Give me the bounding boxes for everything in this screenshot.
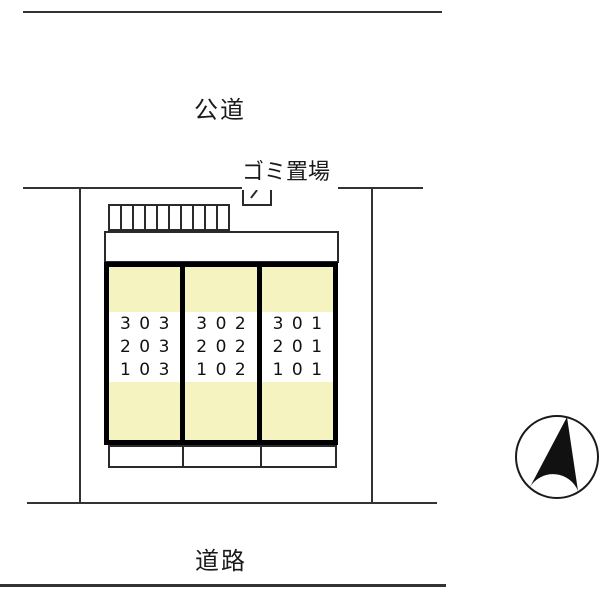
room-number: 201 bbox=[272, 336, 331, 357]
bicycle-rack-cell bbox=[170, 206, 182, 229]
bicycle-rack-cell bbox=[158, 206, 170, 229]
room-number-panel: 301 201 101 bbox=[261, 312, 333, 382]
site-boundary-bottom-line bbox=[27, 502, 437, 504]
public-road-label: 公道 bbox=[194, 96, 246, 124]
porch-cell bbox=[262, 447, 335, 466]
corridor-strip bbox=[104, 231, 339, 263]
bicycle-rack-cell bbox=[110, 206, 122, 229]
site-boundary-top-left-segment bbox=[23, 187, 242, 189]
unit-column-3: 301 201 101 bbox=[261, 267, 333, 440]
room-number: 203 bbox=[119, 336, 178, 357]
bicycle-rack-cell bbox=[182, 206, 194, 229]
room-number: 102 bbox=[196, 359, 255, 380]
site-boundary-left-line bbox=[79, 187, 81, 504]
unit-column-2: 302 202 102 bbox=[185, 267, 257, 440]
unit-column-1: 303 203 103 bbox=[109, 267, 181, 440]
room-number: 302 bbox=[196, 313, 255, 334]
room-number-panel: 303 203 103 bbox=[109, 312, 181, 382]
bicycle-rack-cell bbox=[218, 206, 228, 229]
bicycle-rack-cell bbox=[122, 206, 134, 229]
room-number-panel: 302 202 102 bbox=[185, 312, 257, 382]
road-label: 道路 bbox=[195, 547, 247, 575]
bicycle-rack-cell bbox=[206, 206, 218, 229]
garbage-area-box bbox=[242, 188, 272, 206]
bicycle-rack-cell bbox=[194, 206, 206, 229]
public-road-upper-line bbox=[23, 11, 442, 13]
room-number: 103 bbox=[119, 359, 178, 380]
room-number: 101 bbox=[272, 359, 331, 380]
garbage-area-door-mark bbox=[250, 189, 258, 199]
porch-cell bbox=[184, 447, 262, 466]
room-number: 202 bbox=[196, 336, 255, 357]
site-boundary-right-line bbox=[371, 187, 373, 504]
bicycle-rack bbox=[108, 204, 230, 231]
building-outline: 303 203 103 302 202 102 301 201 101 bbox=[104, 262, 338, 445]
north-arrow-icon bbox=[515, 415, 599, 499]
garbage-area-label: ゴミ置場 bbox=[242, 161, 338, 190]
porch-cell bbox=[110, 447, 184, 466]
room-number: 303 bbox=[119, 313, 178, 334]
bicycle-rack-cell bbox=[146, 206, 158, 229]
room-number: 301 bbox=[272, 313, 331, 334]
site-boundary-top-right-segment bbox=[268, 187, 423, 189]
entrance-porch-row bbox=[108, 445, 337, 468]
road-lower-line bbox=[0, 584, 446, 587]
bicycle-rack-cell bbox=[134, 206, 146, 229]
